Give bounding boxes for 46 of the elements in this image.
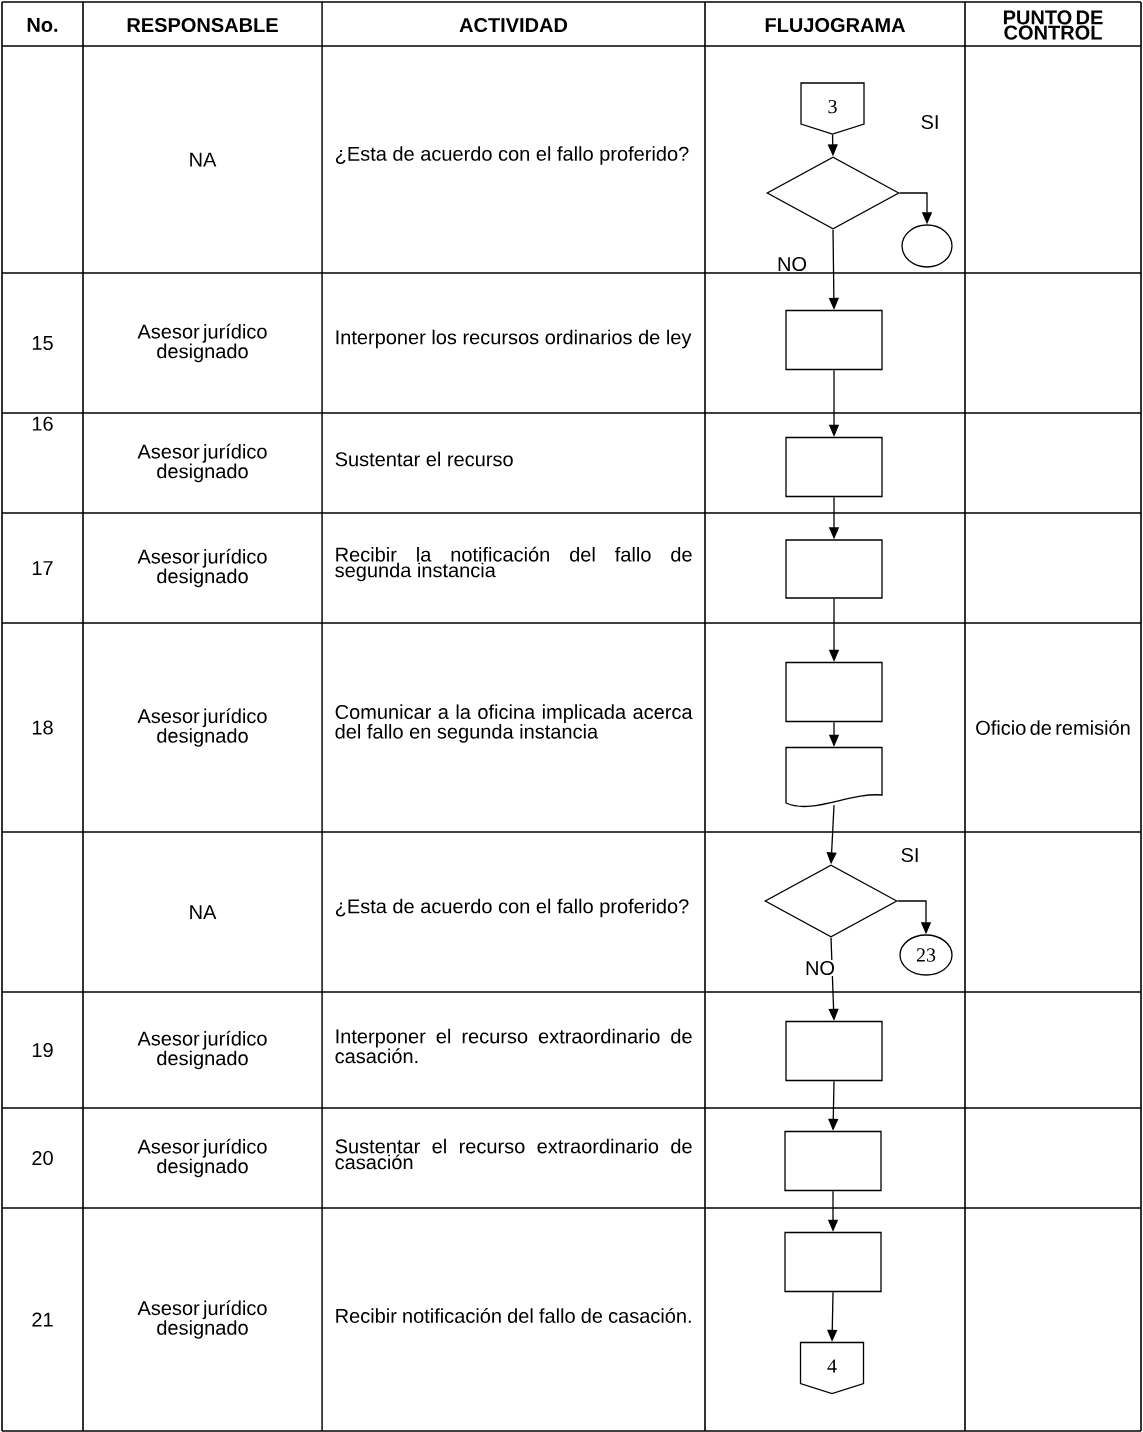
activity-text: Interponer el recurso extraordinario de casación. [335, 1028, 692, 1064]
row-number: 18 [32, 720, 53, 735]
responsible-text: Asesor jurídico designado [137, 1030, 267, 1070]
activity-text: Comunicar a la oficina implicada acerca del fallo en segunda instancia [335, 704, 693, 743]
activity-text: ¿Esta de acuerdo con el fallo proferido? [335, 898, 689, 918]
row-number: 20 [32, 1150, 53, 1166]
row-number: 15 [32, 336, 53, 350]
row-number: 17 [32, 561, 53, 575]
activity-text: Sustentar el recurso [335, 451, 513, 467]
activity-text: Recibir la notificación del fallo de segunda instancia [335, 546, 692, 582]
process-box [785, 661, 883, 723]
connector-circle [901, 224, 953, 268]
column-header: ACTIVIDAD [459, 17, 568, 33]
row-number: 16 [32, 416, 53, 431]
edge-label: NO [776, 255, 808, 273]
edge-label: SI [919, 113, 941, 131]
process-box [784, 1130, 882, 1192]
activity-text: Sustentar el recurso extraordinario de casación [335, 1138, 692, 1170]
responsible-text: Asesor jurídico designado [137, 708, 267, 747]
process-box [785, 539, 883, 599]
activity-text: Interponer los recursos ordinarios de ley [336, 329, 692, 349]
row-number: 21 [32, 1312, 53, 1327]
responsible-text: Asesor jurídico designado [137, 548, 267, 588]
responsible-text: Asesor jurídico designado [137, 1138, 267, 1178]
document-shape [785, 746, 883, 808]
control-point-text: Oficio de remisión [976, 720, 1130, 735]
column-header: RESPONSABLE [127, 17, 278, 33]
process-box [784, 1231, 882, 1293]
process-box [785, 309, 883, 371]
process-box [785, 436, 883, 498]
column-header: PUNTO DE CONTROL [1003, 10, 1103, 40]
edge-label: NO [804, 959, 836, 977]
edge-label: SI [899, 846, 921, 864]
process-box [785, 1020, 883, 1082]
responsible-text: NA [190, 905, 217, 919]
responsible-text: Asesor jurídico designado [137, 323, 267, 363]
offpage-connector: 4 [799, 1341, 865, 1395]
responsible-text: NA [190, 152, 217, 167]
activity-text: ¿Esta de acuerdo con el fallo proferido? [335, 146, 689, 165]
responsible-text: Asesor jurídico designado [137, 1300, 267, 1339]
row-number: 19 [32, 1042, 53, 1058]
activity-text: Recibir notificación del fallo de casación. [336, 1308, 691, 1323]
responsible-text: Asesor jurídico designado [137, 443, 267, 483]
column-header: FLUJOGRAMA [765, 17, 906, 33]
offpage-connector: 3 [800, 82, 865, 135]
column-header: No. [27, 18, 58, 32]
